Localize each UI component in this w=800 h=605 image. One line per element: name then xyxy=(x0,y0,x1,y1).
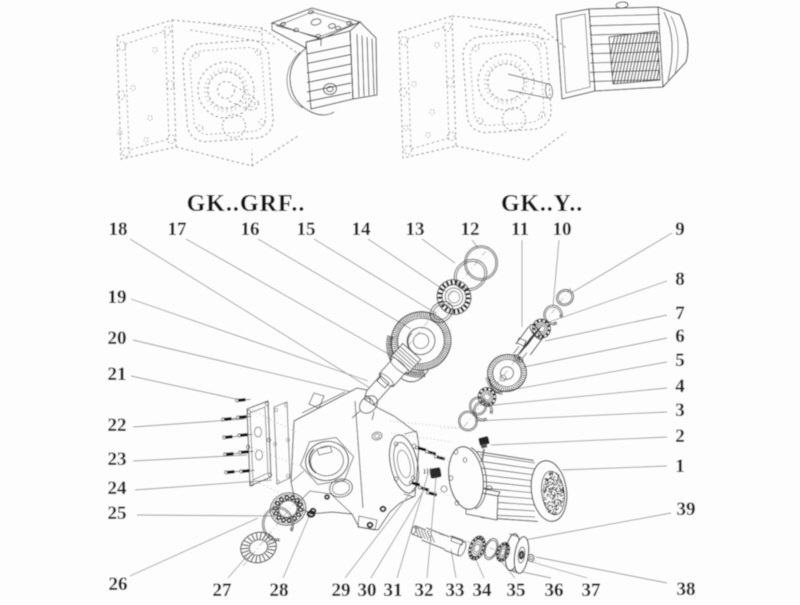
svg-text:17: 17 xyxy=(168,219,188,240)
svg-text:36: 36 xyxy=(545,580,564,600)
svg-text:13: 13 xyxy=(406,219,425,240)
svg-text:GK..Y..: GK..Y.. xyxy=(501,191,583,217)
svg-text:10: 10 xyxy=(553,219,572,240)
svg-text:GK..GRF..: GK..GRF.. xyxy=(187,191,306,217)
svg-text:8: 8 xyxy=(675,269,685,290)
svg-text:35: 35 xyxy=(507,580,526,600)
svg-text:22: 22 xyxy=(108,415,127,436)
svg-text:24: 24 xyxy=(108,478,128,499)
svg-text:2: 2 xyxy=(675,426,685,447)
svg-text:34: 34 xyxy=(473,580,493,600)
svg-text:33: 33 xyxy=(446,580,465,600)
svg-text:14: 14 xyxy=(352,219,372,240)
svg-text:18: 18 xyxy=(109,219,128,240)
svg-text:27: 27 xyxy=(213,580,233,600)
svg-text:3: 3 xyxy=(675,400,685,421)
svg-text:23: 23 xyxy=(108,449,127,470)
svg-text:4: 4 xyxy=(675,376,685,397)
svg-text:39: 39 xyxy=(677,499,696,520)
svg-text:38: 38 xyxy=(677,579,696,600)
svg-text:28: 28 xyxy=(270,580,289,600)
svg-text:1: 1 xyxy=(675,456,685,477)
svg-text:32: 32 xyxy=(415,580,434,600)
svg-text:26: 26 xyxy=(109,574,128,595)
svg-text:25: 25 xyxy=(108,503,127,524)
svg-text:5: 5 xyxy=(675,350,685,371)
svg-text:19: 19 xyxy=(108,287,127,308)
svg-text:12: 12 xyxy=(461,219,480,240)
svg-text:21: 21 xyxy=(108,364,127,385)
svg-text:20: 20 xyxy=(108,328,127,349)
svg-text:15: 15 xyxy=(297,219,316,240)
svg-text:16: 16 xyxy=(241,219,260,240)
svg-text:11: 11 xyxy=(511,219,529,240)
svg-text:37: 37 xyxy=(582,580,602,600)
svg-text:7: 7 xyxy=(675,303,685,324)
svg-text:31: 31 xyxy=(384,580,403,600)
svg-text:29: 29 xyxy=(332,580,351,600)
svg-text:9: 9 xyxy=(675,219,685,240)
svg-text:30: 30 xyxy=(358,580,377,600)
svg-text:6: 6 xyxy=(675,326,685,347)
